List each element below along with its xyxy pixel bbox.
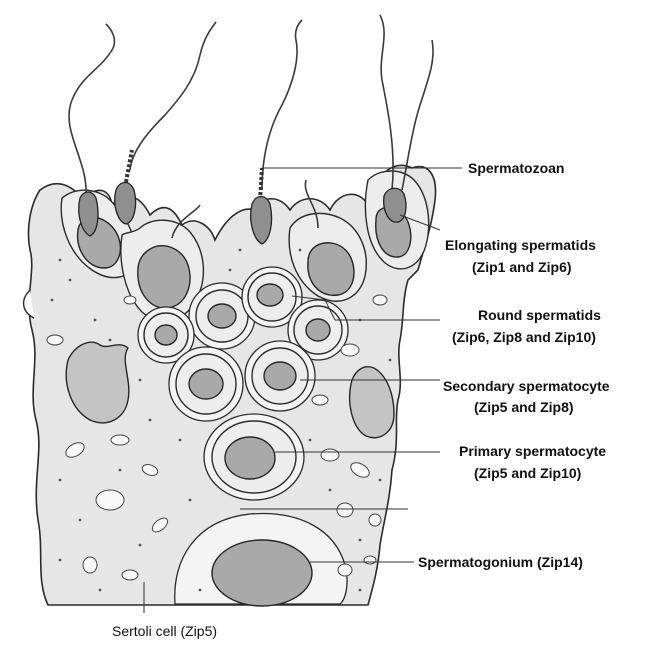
- label-spermatogonium: Spermatogonium (Zip14): [418, 554, 583, 570]
- spermatozoon-tail-6: [380, 15, 393, 190]
- label-round-zips: (Zip6, Zip8 and Zip10): [452, 329, 596, 345]
- label-spermatozoan: Spermatozoan: [468, 160, 564, 176]
- label-secondary-zips: (Zip5 and Zip8): [474, 399, 574, 415]
- primary-spermatocyte: [204, 414, 304, 500]
- secondary-spermatocyte-2: [245, 341, 315, 411]
- spermatozoon-tail-2: [130, 22, 216, 170]
- label-elongating-spermatids: Elongating spermatids: [445, 237, 596, 253]
- label-primary-spermatocyte: Primary spermatocyte: [459, 443, 606, 459]
- label-elongating-zips: (Zip1 and Zip6): [472, 259, 572, 275]
- label-primary-zips: (Zip5 and Zip10): [474, 465, 581, 481]
- label-round-spermatids: Round spermatids: [478, 307, 601, 323]
- label-sertoli-cell: Sertoli cell (Zip5): [112, 623, 217, 639]
- secondary-spermatocyte-1: [169, 347, 243, 421]
- spermatozoon-midpiece-4: [260, 168, 262, 200]
- spermatozoon-tail-1: [69, 24, 114, 195]
- spermatozoon-tail-4: [262, 20, 302, 190]
- elongating-spermatid-nucleus-2: [138, 246, 190, 308]
- label-secondary-spermatocyte: Secondary spermatocyte: [443, 378, 610, 394]
